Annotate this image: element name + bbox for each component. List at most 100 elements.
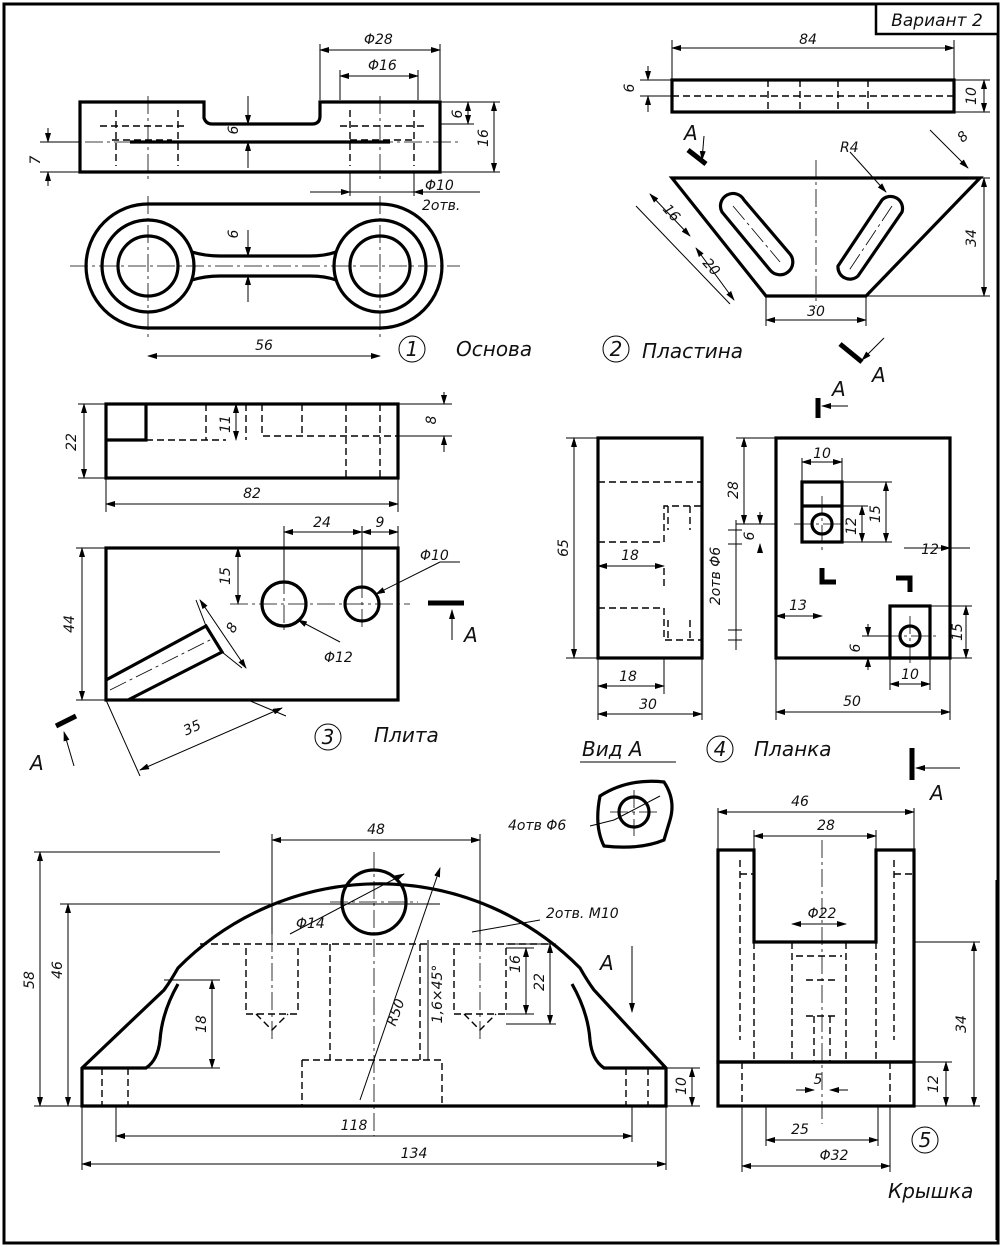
- svg-text:А: А: [830, 377, 846, 401]
- view-a-label: Вид А: [582, 737, 643, 761]
- part4-label: Вид А 4 Планка: [580, 735, 832, 763]
- svg-text:1,6×45°: 1,6×45°: [430, 965, 446, 1024]
- svg-text:5: 5: [919, 1128, 932, 1152]
- svg-text:34: 34: [954, 1015, 970, 1033]
- part4-section-arrow: А: [815, 377, 848, 418]
- svg-text:6: 6: [622, 83, 638, 92]
- part3-label: 3 Плита: [314, 723, 439, 751]
- svg-text:Крышка: Крышка: [888, 1179, 973, 1203]
- part1-front-view: [56, 96, 460, 180]
- part5-view-a: [596, 779, 674, 849]
- part1-dimension-texts: Φ28 Φ16 Φ10 2отв. 7 6 6 16 6 56: [28, 32, 492, 354]
- svg-text:1: 1: [406, 337, 419, 361]
- svg-text:18: 18: [194, 1015, 210, 1033]
- svg-text:84: 84: [799, 32, 817, 48]
- part5-section-marks: А А: [598, 781, 944, 975]
- svg-text:18: 18: [621, 548, 639, 564]
- svg-text:11: 11: [218, 415, 234, 433]
- svg-text:12: 12: [844, 517, 860, 535]
- part3-dimension-texts: 22 11 8 82 44 15 24 9 Φ10 Φ12 8 35: [62, 415, 449, 739]
- svg-text:134: 134: [401, 1146, 428, 1162]
- svg-text:А: А: [682, 121, 698, 145]
- svg-text:25: 25: [791, 1122, 809, 1138]
- svg-text:16: 16: [508, 955, 524, 973]
- svg-text:R50: R50: [384, 997, 408, 1028]
- part4-side-view: [596, 436, 704, 660]
- svg-text:10: 10: [964, 87, 980, 105]
- svg-text:46: 46: [791, 794, 809, 810]
- svg-text:22: 22: [64, 433, 80, 451]
- part4-dimension-texts: 65 18 18 30 2отв Φ6 10 28 12 15 6 12 13 …: [556, 446, 966, 713]
- svg-text:7: 7: [28, 155, 44, 164]
- svg-text:18: 18: [619, 669, 637, 685]
- svg-text:Φ28: Φ28: [364, 32, 393, 48]
- svg-text:4отв Φ6: 4отв Φ6: [508, 818, 566, 834]
- part3-section-arrows: А А: [28, 600, 478, 775]
- svg-text:12: 12: [926, 1075, 942, 1093]
- svg-text:8: 8: [223, 620, 241, 636]
- svg-text:2отв Φ6: 2отв Φ6: [708, 547, 724, 605]
- svg-text:24: 24: [313, 515, 331, 531]
- svg-text:10: 10: [674, 1077, 690, 1095]
- svg-text:30: 30: [807, 304, 825, 320]
- svg-text:58: 58: [22, 971, 38, 989]
- svg-text:А: А: [462, 623, 478, 647]
- part2-top-view: [668, 160, 984, 306]
- svg-text:Φ10: Φ10: [425, 178, 454, 194]
- part5-dimensions: [34, 748, 980, 1172]
- svg-text:118: 118: [341, 1118, 368, 1134]
- svg-text:Планка: Планка: [754, 737, 832, 761]
- svg-text:50: 50: [843, 694, 861, 710]
- svg-text:30: 30: [639, 697, 657, 713]
- part1-top-view: [70, 196, 460, 340]
- svg-text:28: 28: [726, 481, 742, 499]
- part5-label: 5 Крышка: [888, 1126, 973, 1203]
- part3-top-view: [104, 546, 410, 702]
- part2-label: 2 Пластина: [602, 335, 743, 363]
- svg-text:Плита: Плита: [374, 723, 439, 747]
- part2-dimensions: [635, 40, 990, 326]
- svg-text:5: 5: [814, 1072, 823, 1088]
- svg-text:3: 3: [322, 725, 335, 749]
- svg-text:12: 12: [921, 542, 939, 558]
- svg-text:10: 10: [901, 667, 919, 683]
- svg-text:Φ16: Φ16: [368, 58, 397, 74]
- svg-text:А: А: [870, 363, 886, 387]
- part1-dimensions: [40, 44, 500, 359]
- svg-text:16: 16: [476, 129, 492, 147]
- part2-section-arrows: А А: [682, 121, 886, 387]
- svg-text:10: 10: [813, 446, 831, 462]
- svg-text:6: 6: [848, 643, 864, 652]
- svg-text:Φ32: Φ32: [820, 1148, 849, 1164]
- svg-text:2отв.: 2отв.: [422, 198, 460, 214]
- svg-text:2: 2: [610, 337, 623, 361]
- part5-dimension-texts: 48 4отв Φ6 Φ14 2отв. M10 58 46 18 R50 1,…: [22, 794, 970, 1164]
- svg-text:65: 65: [556, 539, 572, 557]
- svg-text:8: 8: [424, 415, 440, 424]
- svg-text:А: А: [28, 751, 44, 775]
- svg-text:16: 16: [659, 201, 683, 225]
- part4-dimensions: [566, 437, 972, 720]
- part3-dimensions: [76, 392, 460, 777]
- svg-text:R4: R4: [840, 140, 859, 156]
- svg-text:44: 44: [62, 615, 78, 633]
- variant-box: [874, 2, 1000, 36]
- svg-text:Φ22: Φ22: [808, 906, 837, 922]
- svg-text:56: 56: [255, 338, 273, 354]
- svg-text:6: 6: [226, 229, 242, 238]
- svg-text:48: 48: [367, 822, 385, 838]
- svg-text:13: 13: [789, 598, 807, 614]
- svg-text:9: 9: [376, 515, 385, 531]
- svg-text:Φ10: Φ10: [420, 548, 449, 564]
- svg-text:6: 6: [226, 125, 242, 134]
- svg-text:А: А: [598, 951, 614, 975]
- part1-label: 1 Основа: [398, 335, 532, 363]
- svg-text:82: 82: [243, 486, 261, 502]
- svg-text:Основа: Основа: [456, 337, 532, 361]
- part2-front-view: [670, 78, 956, 114]
- svg-text:6: 6: [450, 109, 466, 118]
- svg-text:15: 15: [218, 567, 234, 585]
